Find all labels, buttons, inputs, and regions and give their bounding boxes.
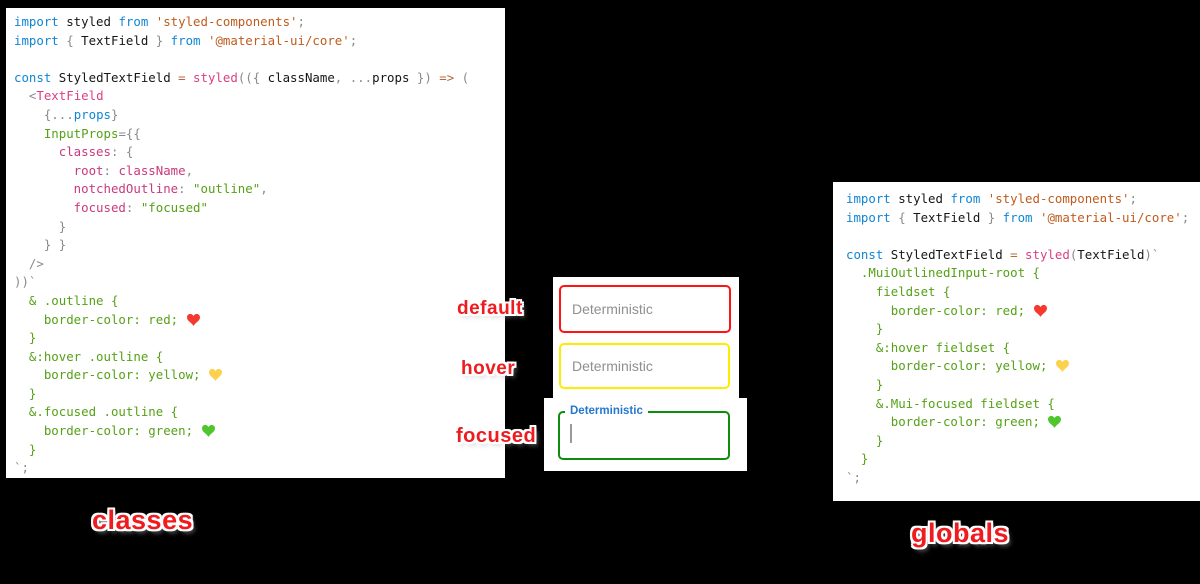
code-line: } bbox=[14, 441, 37, 457]
code-line: } bbox=[846, 376, 884, 392]
code-line: .MuiOutlinedInput-root { bbox=[846, 265, 1040, 281]
globals-code-snippet: import styled from 'styled-components'; i… bbox=[833, 182, 1200, 501]
heart-green-icon bbox=[201, 424, 215, 437]
code-line: border-color: yellow; bbox=[14, 366, 505, 385]
code-line: } bbox=[846, 432, 884, 448]
code-line: classes: { bbox=[14, 144, 134, 160]
code-line: border-color: red; bbox=[846, 302, 1200, 321]
text-caret bbox=[570, 424, 572, 443]
code-line: import { TextField } from '@material-ui/… bbox=[846, 209, 1190, 225]
classes-code-snippet: import styled from 'styled-components'; i… bbox=[6, 8, 505, 478]
heart-yellow-icon bbox=[1055, 360, 1069, 373]
heart-red-icon bbox=[186, 313, 200, 326]
code-line: } } bbox=[14, 237, 67, 253]
focused-textfield[interactable] bbox=[558, 411, 730, 460]
heart-green-icon bbox=[1048, 415, 1062, 428]
code-line: } bbox=[846, 321, 884, 337]
code-line: const StyledTextField = styled(TextField… bbox=[846, 246, 1160, 262]
focused-textfield-floating-label: Deterministic bbox=[565, 405, 648, 417]
code-line: border-color: red; bbox=[14, 311, 505, 330]
code-line: &:hover .outline { bbox=[14, 348, 164, 364]
code-line: &.Mui-focused fieldset { bbox=[846, 395, 1055, 411]
annotation-classes: classes bbox=[92, 505, 194, 535]
code-line: border-color: yellow; bbox=[846, 357, 1200, 376]
annotation-default: default bbox=[457, 298, 523, 319]
code-line: {...props} bbox=[14, 106, 119, 122]
code-line: border-color: green; bbox=[846, 413, 1200, 432]
code-line: `; bbox=[14, 460, 29, 476]
heart-red-icon bbox=[1033, 304, 1047, 317]
code-line: } bbox=[846, 451, 869, 467]
code-line: `; bbox=[846, 469, 861, 485]
heart-yellow-icon bbox=[208, 369, 222, 382]
code-line: } bbox=[14, 385, 37, 401]
code-line: } bbox=[14, 330, 37, 346]
annotation-focused: focused bbox=[456, 425, 537, 447]
annotation-globals: globals bbox=[911, 518, 1010, 548]
annotation-hover: hover bbox=[461, 358, 516, 379]
code-line: notchedOutline: "outline", bbox=[14, 181, 268, 197]
code-line: } bbox=[14, 218, 67, 234]
code-line bbox=[846, 227, 1200, 246]
code-line: &.focused .outline { bbox=[14, 404, 179, 420]
hover-textfield[interactable] bbox=[559, 343, 730, 389]
code-line: import styled from 'styled-components'; bbox=[846, 191, 1137, 206]
code-line: import { TextField } from '@material-ui/… bbox=[14, 32, 358, 48]
code-line: import styled from 'styled-components'; bbox=[14, 14, 305, 29]
code-line: focused: "focused" bbox=[14, 199, 208, 215]
code-line bbox=[14, 50, 505, 69]
code-line: border-color: green; bbox=[14, 422, 505, 441]
code-line: const StyledTextField = styled(({ classN… bbox=[14, 69, 470, 85]
code-line: fieldset { bbox=[846, 283, 951, 299]
code-line: ))` bbox=[14, 274, 37, 290]
code-line: & .outline { bbox=[14, 292, 119, 308]
code-line: root: className, bbox=[14, 162, 194, 178]
code-line: /> bbox=[14, 255, 44, 271]
code-line: InputProps={{ bbox=[14, 125, 141, 141]
default-textfield[interactable] bbox=[559, 285, 731, 333]
code-line: <TextField bbox=[14, 88, 104, 104]
code-line: &:hover fieldset { bbox=[846, 339, 1011, 355]
